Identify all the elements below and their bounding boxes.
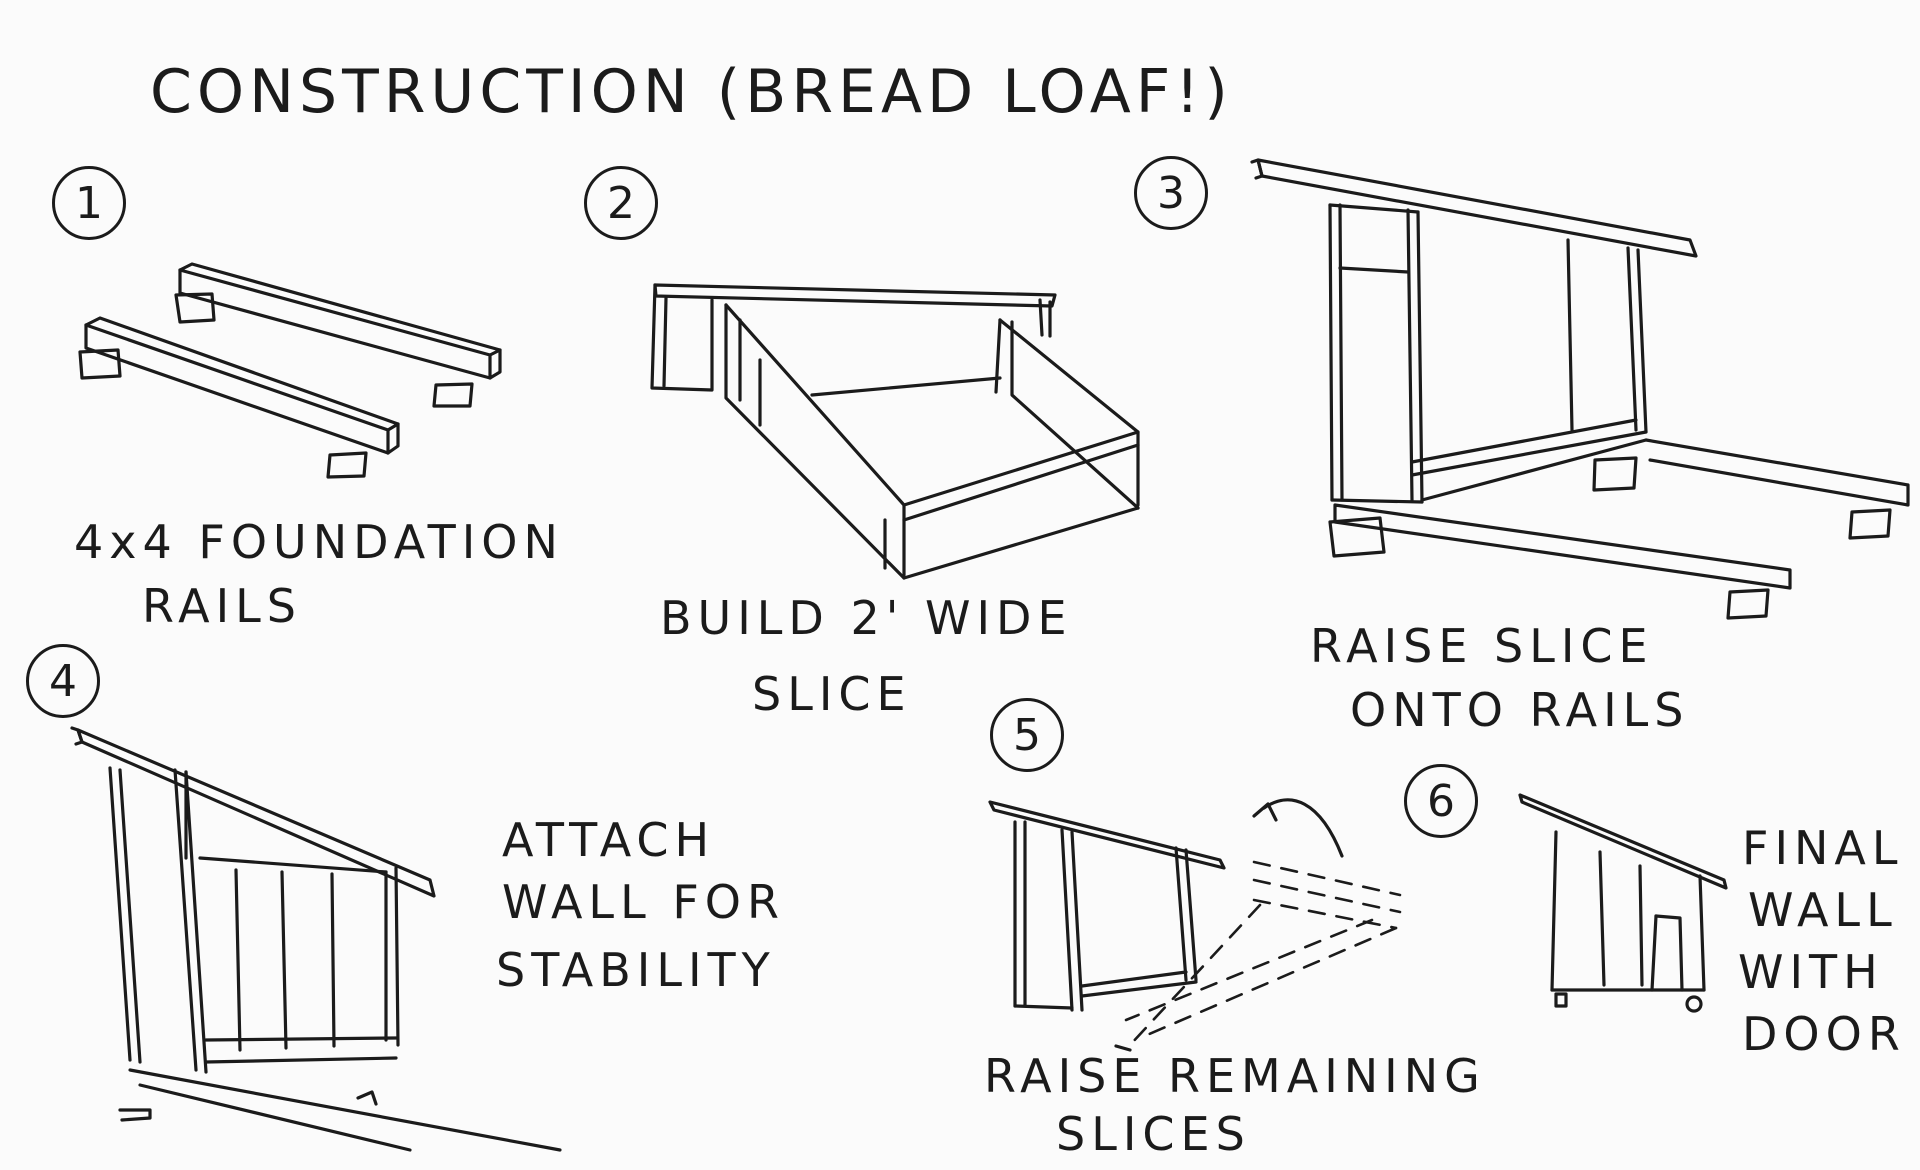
- step-4-caption-line-1: ATTACH: [502, 814, 715, 867]
- step-3-caption-line-1: RAISE SLICE: [1310, 620, 1654, 673]
- step-6-caption-line-3: WITH: [1738, 946, 1884, 999]
- step-4-caption-line-3: STABILITY: [496, 944, 776, 997]
- step-5-caption-line-1: RAISE REMAINING: [984, 1050, 1486, 1103]
- step-4-caption-line-2: WALL FOR: [502, 876, 785, 929]
- step-4-attach-wall-sketch: [72, 728, 560, 1150]
- step-5-raise-remaining-sketch: [990, 800, 1400, 1050]
- step-6-caption-line-1: FINAL: [1742, 822, 1904, 875]
- step-1-foundation-rails-sketch: [80, 264, 500, 477]
- step-5-caption-line-2: SLICES: [1056, 1108, 1251, 1161]
- step-2-slice-sketch: [652, 285, 1138, 578]
- step-2-caption-line-2: SLICE: [752, 668, 912, 721]
- step-3-caption-line-2: ONTO RAILS: [1350, 684, 1690, 737]
- step-1-caption-line-2: RAILS: [142, 580, 302, 633]
- step-6-caption-line-4: DOOR: [1742, 1008, 1906, 1061]
- step-6-final-wall-sketch: [1520, 795, 1726, 1011]
- step-3-raise-slice-sketch: [1252, 160, 1908, 618]
- step-1-caption-line-1: 4x4 FOUNDATION: [74, 516, 564, 569]
- step-6-caption-line-2: WALL: [1748, 884, 1898, 937]
- step-2-caption-line-1: BUILD 2' WIDE: [660, 592, 1073, 645]
